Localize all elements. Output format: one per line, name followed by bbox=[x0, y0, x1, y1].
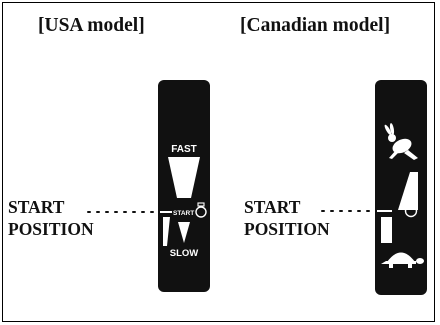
usa-start-position-label: START POSITION bbox=[8, 196, 94, 240]
usa-start-label: START bbox=[173, 210, 194, 217]
diagram-frame bbox=[2, 2, 435, 322]
canadian-throttle-panel bbox=[375, 80, 427, 295]
choke-icon bbox=[404, 200, 418, 218]
usa-start-label-line2: POSITION bbox=[8, 219, 94, 239]
usa-fast-label: FAST bbox=[171, 144, 197, 155]
usa-fast-wedge bbox=[168, 157, 200, 198]
choke-icon bbox=[195, 202, 207, 218]
rabbit-icon bbox=[384, 123, 418, 160]
usa-slow-wedge bbox=[178, 222, 190, 243]
usa-model-heading: [USA model] bbox=[38, 15, 145, 36]
canadian-start-wedge bbox=[381, 217, 392, 243]
canadian-start-label-line2: POSITION bbox=[244, 219, 330, 239]
usa-throttle-panel: FAST START SLOW bbox=[158, 80, 210, 292]
usa-slow-label: SLOW bbox=[170, 248, 199, 259]
canadian-start-position-label: START POSITION bbox=[244, 196, 330, 240]
canadian-start-label-line1: START bbox=[244, 197, 301, 217]
canadian-model-heading: [Canadian model] bbox=[240, 15, 391, 36]
usa-start-label-line1: START bbox=[8, 197, 65, 217]
turtle-icon bbox=[381, 252, 424, 268]
usa-start-wedge bbox=[163, 217, 170, 246]
